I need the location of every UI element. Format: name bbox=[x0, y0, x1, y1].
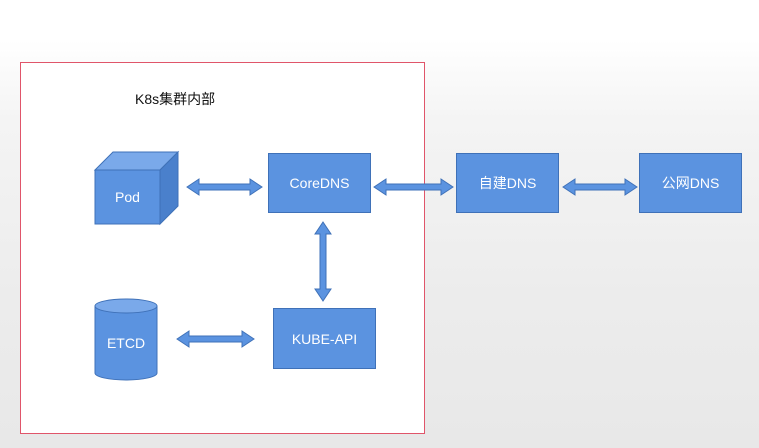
arrow-selfdns-publicdns bbox=[562, 178, 638, 196]
publicdns-box[interactable]: 公网DNS bbox=[639, 153, 742, 213]
coredns-box[interactable]: CoreDNS bbox=[268, 153, 371, 213]
arrow-coredns-selfdns bbox=[373, 178, 454, 196]
arrow-etcd-kubeapi bbox=[176, 330, 255, 348]
pod-cube[interactable] bbox=[93, 150, 180, 226]
pod-label: Pod bbox=[115, 189, 140, 205]
cluster-boundary bbox=[20, 62, 425, 434]
etcd-cylinder[interactable] bbox=[94, 298, 158, 381]
etcd-label: ETCD bbox=[106, 335, 146, 351]
arrow-pod-coredns bbox=[186, 178, 263, 196]
selfdns-box[interactable]: 自建DNS bbox=[456, 153, 559, 213]
arrow-coredns-kubeapi bbox=[314, 221, 332, 302]
kubeapi-box[interactable]: KUBE-API bbox=[273, 308, 376, 369]
cluster-title: K8s集群内部 bbox=[135, 91, 216, 107]
